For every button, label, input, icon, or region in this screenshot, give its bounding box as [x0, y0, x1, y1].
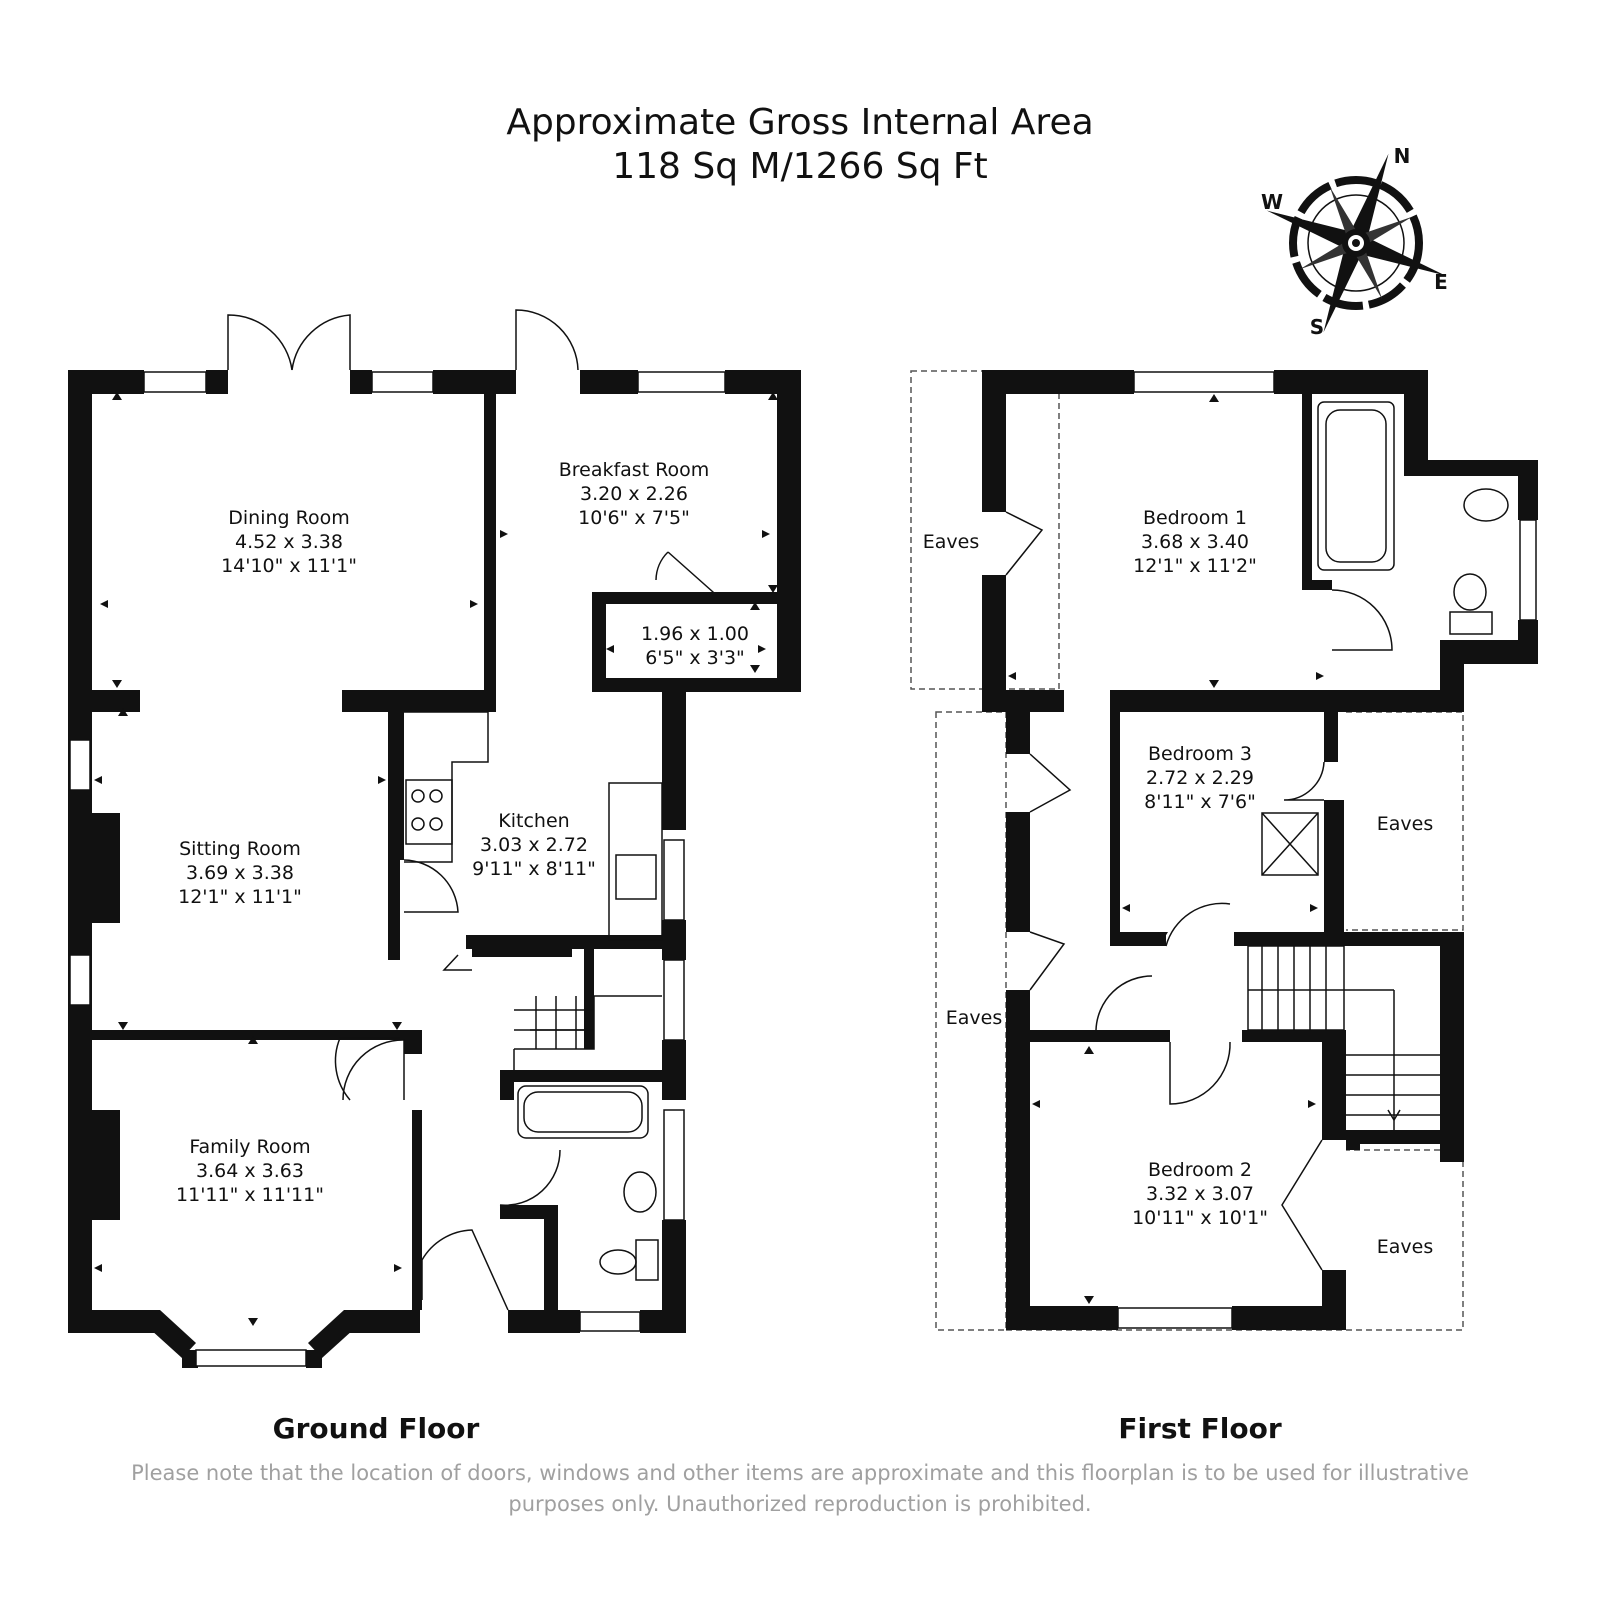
compass-south-label: S: [1310, 315, 1324, 339]
svg-text:9'11" x 8'11": 9'11" x 8'11": [472, 858, 596, 880]
ground-floor-label: Ground Floor: [273, 1412, 480, 1445]
room-label-family-room: Family Room 3.64 x 3.63 11'11" x 11'11": [176, 1136, 324, 1206]
compass-rose-icon: [1266, 153, 1446, 333]
room-label-breakfast-room: Breakfast Room 3.20 x 2.26 10'6" x 7'5": [559, 459, 710, 529]
svg-text:Bedroom 2: Bedroom 2: [1148, 1159, 1252, 1181]
room-label-bedroom-2: Bedroom 2 3.32 x 3.07 10'11" x 10'1": [1132, 1159, 1268, 1229]
first-floor-label: First Floor: [1118, 1412, 1282, 1445]
svg-text:10'6" x 7'5": 10'6" x 7'5": [578, 507, 690, 529]
room-label-kitchen: Kitchen 3.03 x 2.72 9'11" x 8'11": [472, 810, 596, 880]
svg-text:Family Room: Family Room: [189, 1136, 310, 1158]
area-title: Approximate Gross Internal Area: [506, 102, 1093, 143]
svg-text:12'1" x 11'1": 12'1" x 11'1": [178, 886, 302, 908]
eaves-label: Eaves: [1377, 1236, 1433, 1258]
svg-text:3.32 x 3.07: 3.32 x 3.07: [1146, 1183, 1254, 1205]
svg-text:Bedroom 1: Bedroom 1: [1143, 507, 1247, 529]
compass-west-label: W: [1261, 190, 1283, 214]
svg-text:1.96 x 1.00: 1.96 x 1.00: [641, 623, 749, 645]
svg-text:12'1" x 11'2": 12'1" x 11'2": [1133, 555, 1257, 577]
svg-text:4.52 x 3.38: 4.52 x 3.38: [235, 531, 343, 553]
svg-text:3.69 x 3.38: 3.69 x 3.38: [186, 862, 294, 884]
svg-text:Kitchen: Kitchen: [498, 810, 569, 832]
svg-text:8'11" x 7'6": 8'11" x 7'6": [1144, 791, 1256, 813]
svg-text:2.72 x 2.29: 2.72 x 2.29: [1146, 767, 1254, 789]
svg-text:3.68 x 3.40: 3.68 x 3.40: [1141, 531, 1249, 553]
room-label-bedroom-1: Bedroom 1 3.68 x 3.40 12'1" x 11'2": [1133, 507, 1257, 577]
svg-text:3.20 x 2.26: 3.20 x 2.26: [580, 483, 688, 505]
room-label-bedroom-3: Bedroom 3 2.72 x 2.29 8'11" x 7'6": [1144, 743, 1256, 813]
eaves-label: Eaves: [946, 1007, 1002, 1029]
svg-text:11'11" x 11'11": 11'11" x 11'11": [176, 1184, 324, 1206]
svg-text:14'10" x 11'1": 14'10" x 11'1": [221, 555, 357, 577]
svg-text:3.03 x 2.72: 3.03 x 2.72: [480, 834, 588, 856]
svg-text:3.64 x 3.63: 3.64 x 3.63: [196, 1160, 304, 1182]
svg-text:10'11" x 10'1": 10'11" x 10'1": [1132, 1207, 1268, 1229]
svg-text:Breakfast Room: Breakfast Room: [559, 459, 710, 481]
room-label-store: 1.96 x 1.00 6'5" x 3'3": [641, 623, 749, 669]
room-label-sitting-room: Sitting Room 3.69 x 3.38 12'1" x 11'1": [178, 838, 302, 908]
svg-text:Bedroom 3: Bedroom 3: [1148, 743, 1252, 765]
room-label-dining-room: Dining Room 4.52 x 3.38 14'10" x 11'1": [221, 507, 357, 577]
eaves-label: Eaves: [1377, 813, 1433, 835]
eaves-label: Eaves: [923, 531, 979, 553]
ground-floor-plan: [68, 309, 801, 1368]
compass-north-label: N: [1394, 144, 1411, 168]
area-value: 118 Sq M/1266 Sq Ft: [612, 146, 988, 187]
disclaimer-text: Please note that the location of doors, …: [131, 1461, 1469, 1516]
svg-text:6'5" x 3'3": 6'5" x 3'3": [645, 647, 745, 669]
svg-text:Dining Room: Dining Room: [228, 507, 349, 529]
svg-text:Sitting Room: Sitting Room: [179, 838, 301, 860]
first-floor-plan: [910, 370, 1538, 1331]
compass-east-label: E: [1434, 270, 1448, 294]
